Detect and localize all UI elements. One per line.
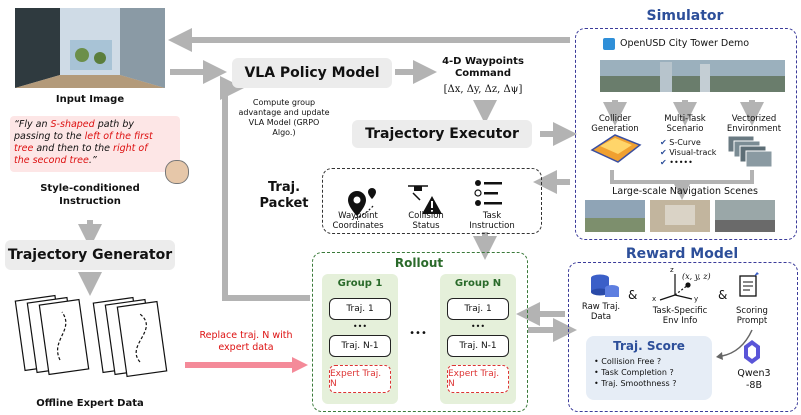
simulator-banner	[600, 60, 785, 92]
sim-scenes-label: Large-scale Navigation Scenes	[612, 186, 758, 197]
group-n-ellipsis: •••	[470, 322, 486, 331]
axis-y-label: y	[694, 295, 699, 303]
packet-item-collision: Collision Status	[408, 211, 444, 231]
quote-part-1: S-shaped	[50, 119, 95, 130]
quote-part-6: .”	[88, 155, 97, 166]
traj-score-list: • Collision Free ? • Task Completion ? •…	[594, 357, 677, 388]
vectorized-env-illustration	[727, 135, 773, 168]
reward-xyz: (x, y, z)	[682, 272, 711, 281]
group-n-title: Group N	[454, 278, 502, 289]
checklist-icon	[474, 180, 502, 206]
quote-part-2: path by passing to the	[14, 119, 134, 142]
offline-data-stack	[14, 294, 168, 378]
instruction-quote: “Fly an S-shaped path by passing to the …	[14, 119, 164, 167]
waypoint-icon	[348, 188, 376, 219]
sim-task-list: ✔ S-Curve ✔ Visual-track ✔ •••••	[660, 138, 717, 167]
score-smoothness: Traj. Smoothness ?	[601, 379, 677, 388]
traj-score-title: Traj. Score	[613, 339, 685, 353]
axis-x-label: x	[652, 295, 657, 303]
group-1-traj-1: Traj. 1	[329, 298, 391, 320]
task-more: •••••	[669, 158, 693, 167]
group-1-expert: Expert Traj. N	[329, 365, 391, 393]
offline-label: Offline Expert Data	[36, 398, 144, 409]
replace-text: Replace traj. N with expert data	[199, 330, 293, 353]
grpo-text: Compute group advantage and update VLA M…	[238, 98, 330, 137]
task-scurve: S-Curve	[669, 138, 701, 147]
vla-policy-model: VLA Policy Model	[232, 58, 392, 88]
reward-amp-2: &	[718, 288, 728, 302]
groups-ellipsis: •••	[409, 328, 427, 339]
reward-title: Reward Model	[625, 246, 739, 262]
reward-amp-1: &	[628, 288, 638, 302]
packet-title: Traj. Packet	[259, 180, 309, 211]
input-image	[15, 8, 165, 88]
group-1-title: Group 1	[337, 278, 383, 289]
simulator-title: Simulator	[646, 8, 724, 24]
group-n-traj-n1: Traj. N-1	[447, 335, 509, 357]
packet-item-waypoint: Waypoint Coordinates	[332, 211, 384, 231]
score-task: Task Completion ?	[601, 368, 674, 377]
user-avatar-icon	[165, 160, 189, 184]
rollout-box	[312, 252, 528, 412]
quote-part-4: and then to the	[33, 143, 114, 154]
waypoints-formula: [Δx, Δy, Δz, Δψ]	[443, 84, 523, 95]
sim-col-vectorized: Vectorized Environment	[726, 114, 782, 134]
instruction-bubble	[10, 116, 180, 172]
quote-part-3: left of the first tree	[14, 131, 153, 154]
reward-input-raw: Raw Traj. Data	[581, 302, 621, 322]
traj-score-box	[586, 336, 712, 400]
quote-part-5: right of the second tree	[14, 143, 148, 166]
simulator-demo: OpenUSD City Tower Demo	[620, 38, 750, 49]
group-n-expert: Expert Traj. N	[447, 365, 509, 393]
reward-input-env: Task-Specific Env Info	[652, 306, 708, 326]
trajectory-executor: Trajectory Executor	[352, 120, 532, 148]
openusd-icon	[603, 38, 615, 50]
database-icon	[591, 274, 619, 297]
reward-input-prompt: Scoring Prompt	[736, 306, 768, 326]
arrow-rollout-to-vla	[220, 76, 310, 301]
scenes-thumbnails	[585, 200, 775, 232]
instruction-label: Style-conditioned Instruction	[40, 183, 140, 207]
group-1-ellipsis: •••	[352, 322, 368, 331]
group-n-traj-1: Traj. 1	[447, 298, 509, 320]
simulator-box	[575, 28, 797, 240]
packet-item-task: Task Instruction	[469, 211, 515, 231]
group-1-traj-n1: Traj. N-1	[329, 335, 391, 357]
axes-icon	[659, 274, 693, 301]
arrow-qwen-to-score	[721, 329, 753, 357]
collider-illustration	[590, 134, 642, 163]
waypoints-title: 4-D Waypoints Command	[442, 56, 524, 79]
input-image-label: Input Image	[55, 94, 125, 105]
rollout-title: Rollout	[394, 256, 444, 270]
sim-col-multitask: Multi-Task Scenario	[664, 114, 706, 134]
score-collision: Collision Free ?	[601, 357, 662, 366]
trajectory-generator: Trajectory Generator	[5, 240, 175, 270]
prompt-doc-icon	[739, 272, 759, 297]
packet-box	[322, 168, 542, 234]
sim-col-collider: Collider Generation	[591, 114, 639, 134]
reward-box	[568, 262, 798, 412]
qwen-logo-icon	[744, 340, 760, 364]
qwen-label: Qwen3 -8B	[737, 368, 771, 391]
drone-collision-icon	[408, 185, 442, 214]
axis-z-label: z	[670, 266, 674, 274]
task-visual-track: Visual-track	[669, 148, 717, 157]
quote-part-0: “Fly an	[14, 119, 51, 130]
